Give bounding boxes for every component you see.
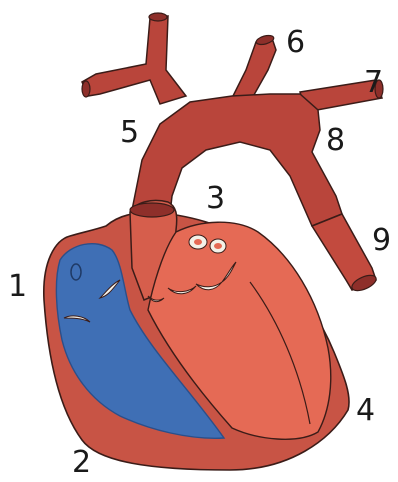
vessel-opening	[149, 13, 167, 21]
brachiocephalic-artery	[82, 16, 186, 104]
vessel-opening	[82, 81, 90, 97]
label-7: 7	[364, 65, 383, 100]
pulmonary-vein-opening-inner	[194, 239, 202, 245]
label-8: 8	[326, 123, 345, 158]
left-common-carotid-artery	[232, 38, 276, 102]
label-3: 3	[206, 181, 225, 216]
label-1: 1	[8, 269, 27, 304]
pulmonary-trunk-opening	[130, 203, 174, 217]
label-5: 5	[120, 115, 139, 150]
label-9: 9	[372, 223, 391, 258]
label-4: 4	[356, 393, 375, 428]
pulmonary-vein-opening-inner	[214, 243, 222, 249]
label-2: 2	[72, 445, 91, 480]
label-6: 6	[286, 25, 305, 60]
